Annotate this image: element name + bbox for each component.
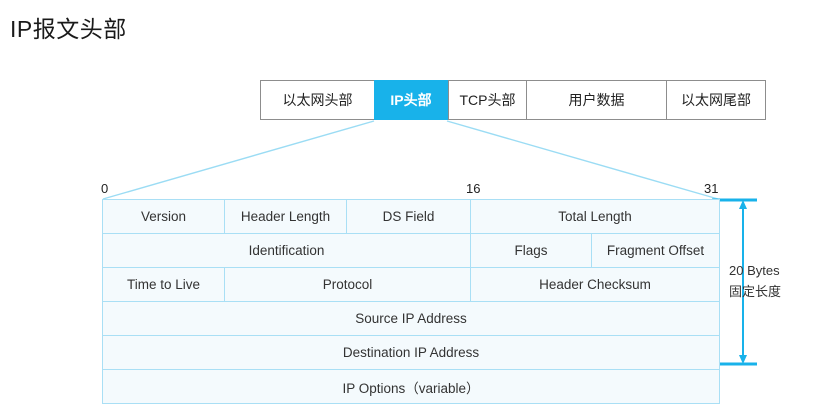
ruler-tick-0: 0 [101,181,109,196]
bit-ruler: 0 16 31 [101,181,721,199]
frame-cell-ethernet-header[interactable]: 以太网头部 [260,80,374,120]
size-annotation: 20 Bytes 固定长度 [729,260,815,302]
frame-cell-tcp-header[interactable]: TCP头部 [448,80,526,120]
field-protocol[interactable]: Protocol [224,267,471,302]
frame-cell-ip-header[interactable]: IP头部 [374,80,448,120]
page-title: IP报文头部 [10,16,127,42]
field-version[interactable]: Version [102,199,225,234]
field-flags[interactable]: Flags [470,233,592,268]
field-source-ip-address[interactable]: Source IP Address [101,301,721,336]
ip-header-table: Version Header Length DS Field Total Len… [101,199,721,404]
size-annotation-fixed-length: 固定长度 [729,284,782,299]
arrowhead-down-icon [739,355,747,364]
field-destination-ip-address[interactable]: Destination IP Address [101,335,721,370]
field-total-length[interactable]: Total Length [469,199,721,234]
field-ip-options[interactable]: IP Options（variable） [101,369,721,404]
field-ds-field[interactable]: DS Field [346,199,471,234]
table-row: Source IP Address [101,301,721,336]
table-row: Identification Flags Fragment Offset [102,233,721,268]
field-header-length[interactable]: Header Length [224,199,347,234]
arrowhead-up-icon [739,200,747,209]
field-fragment-offset[interactable]: Fragment Offset [590,233,721,268]
size-annotation-bytes: 20 Bytes [729,263,780,278]
frame-cell-user-data[interactable]: 用户数据 [526,80,666,120]
table-row: IP Options（variable） [101,369,721,404]
table-row: Destination IP Address [101,335,721,370]
field-identification[interactable]: Identification [102,233,471,268]
ruler-tick-31: 31 [704,181,719,196]
table-row: Time to Live Protocol Header Checksum [102,267,721,302]
ruler-tick-16: 16 [466,181,481,196]
field-header-checksum[interactable]: Header Checksum [469,267,721,302]
frame-cell-ethernet-trailer[interactable]: 以太网尾部 [666,80,766,120]
field-time-to-live[interactable]: Time to Live [102,267,225,302]
frame-layout-strip: 以太网头部 IP头部 TCP头部 用户数据 以太网尾部 [260,80,766,120]
table-row: Version Header Length DS Field Total Len… [102,199,721,234]
